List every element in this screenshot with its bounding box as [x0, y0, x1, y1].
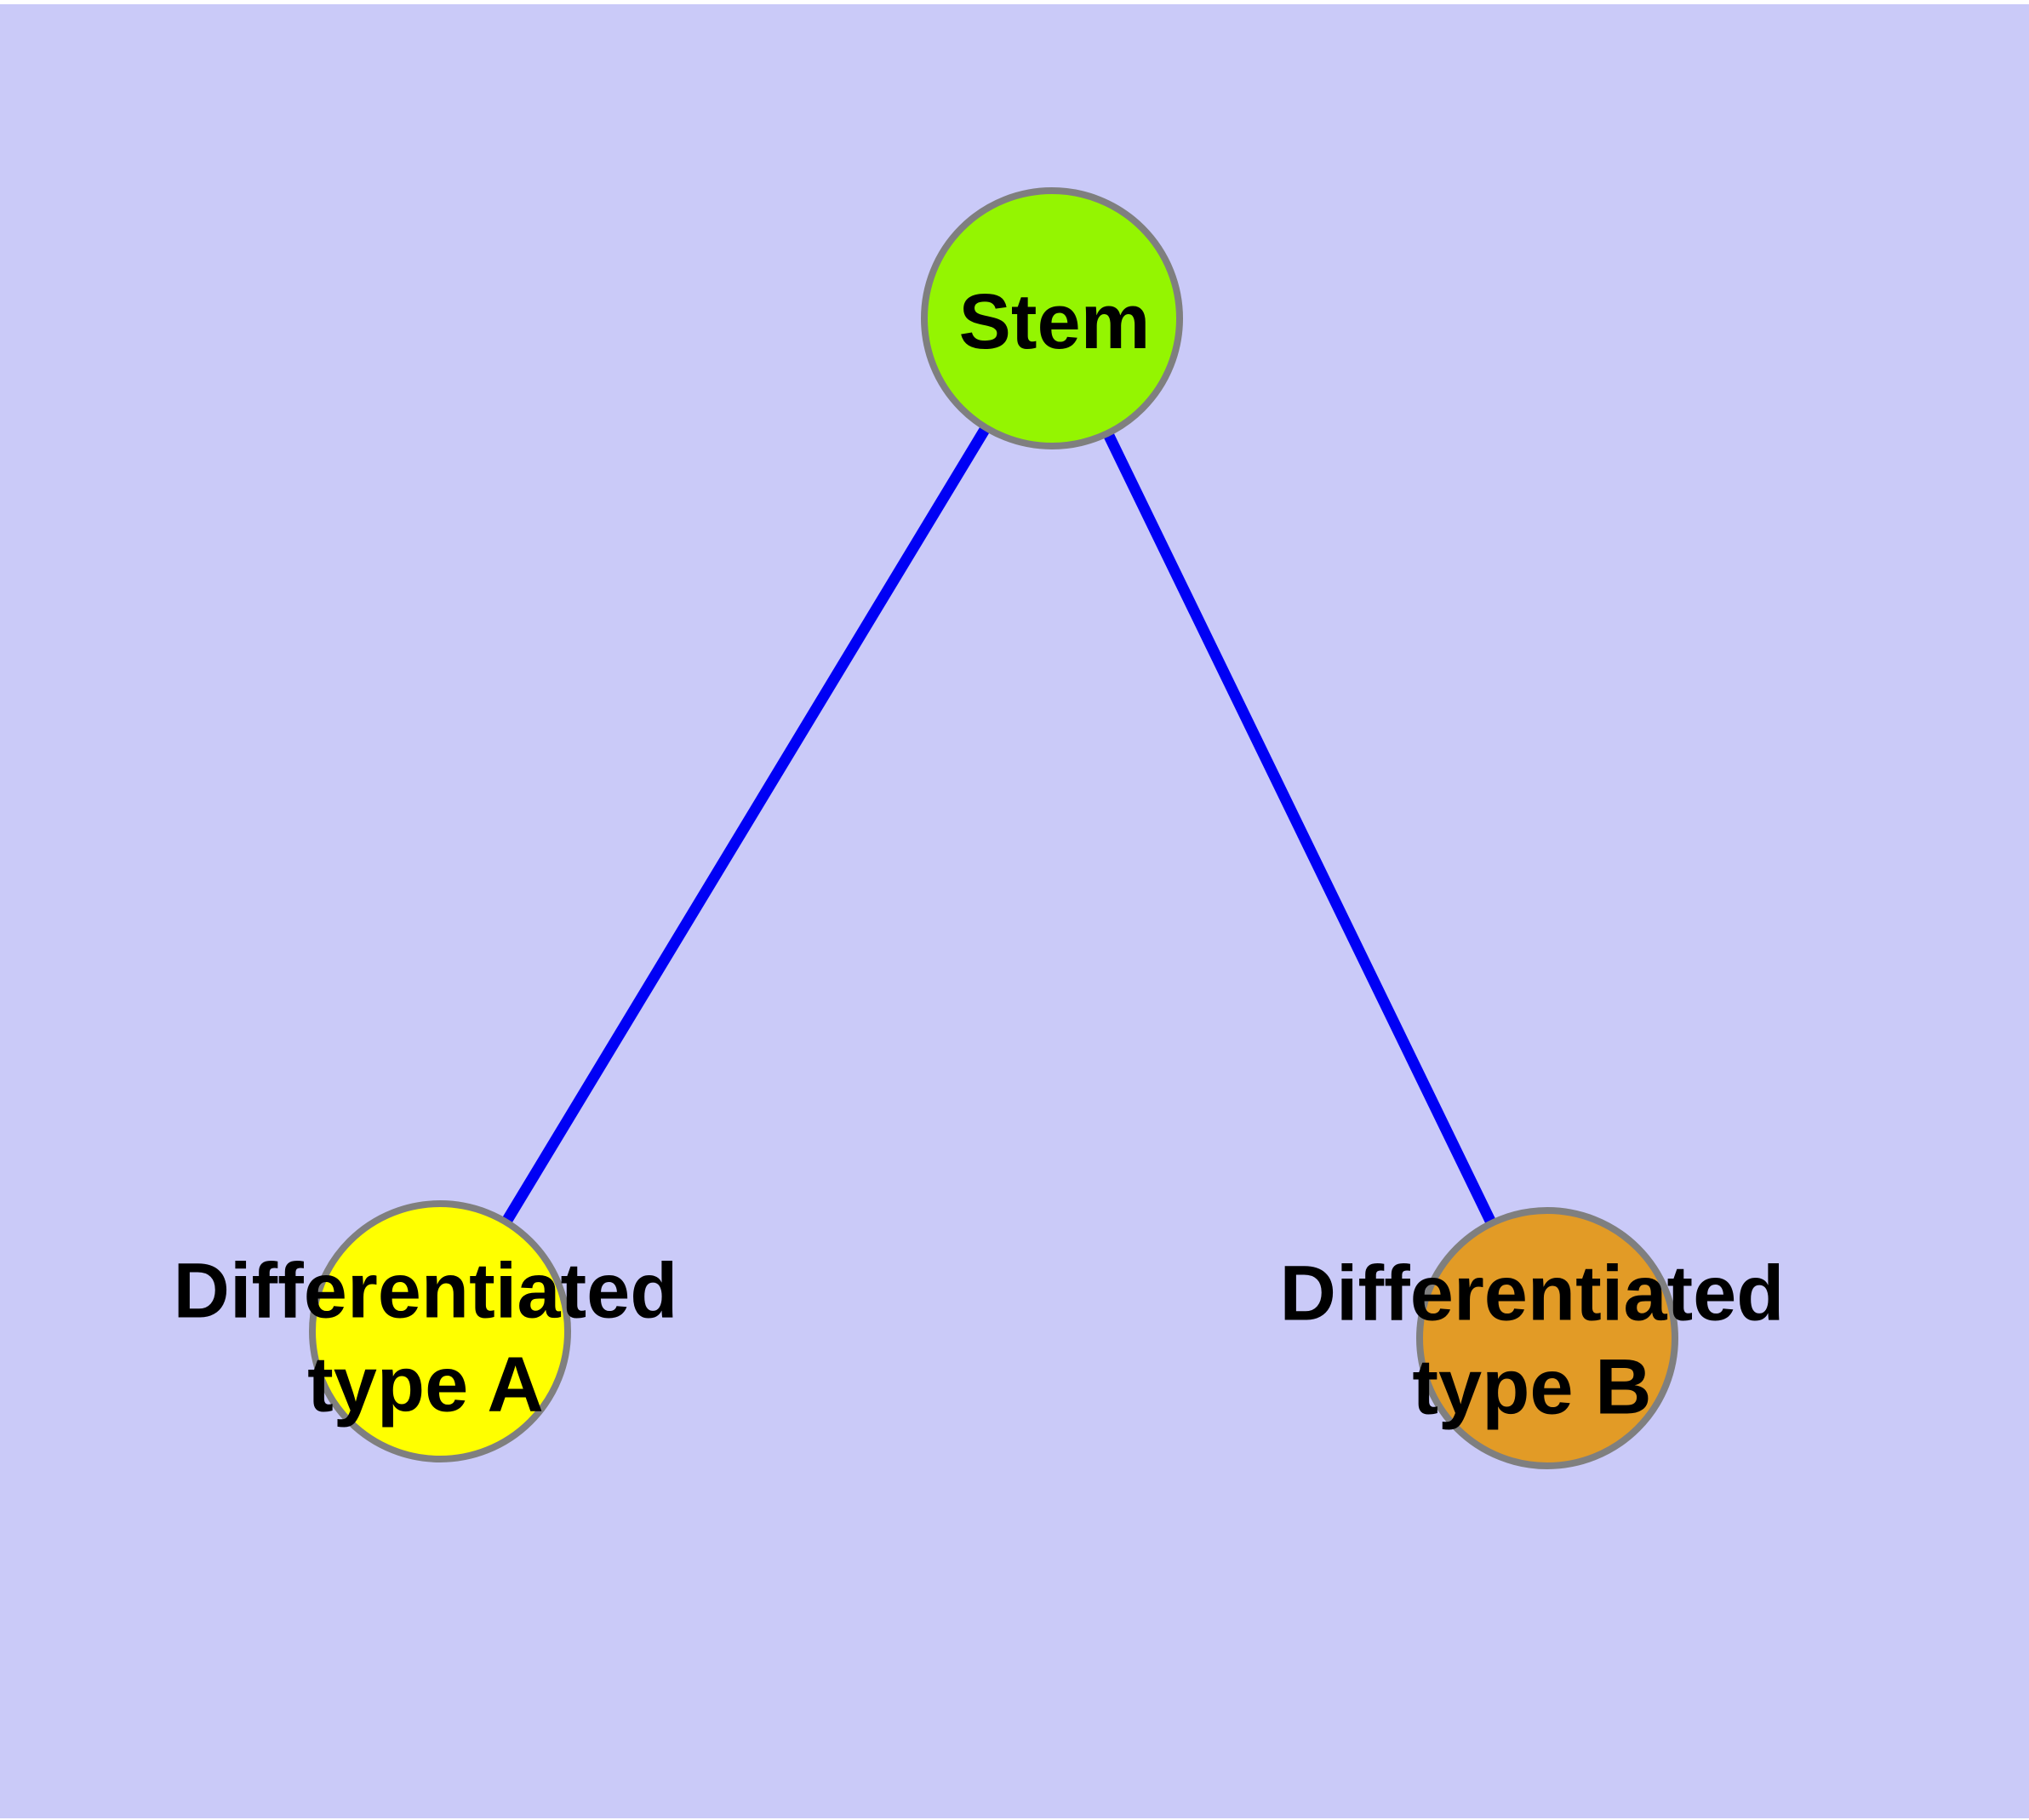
edge-stem-to-diff-b	[1047, 316, 1552, 1341]
node-diff-a	[309, 1200, 571, 1462]
node-diff-b	[1416, 1207, 1678, 1469]
edge-stem-to-diff-a	[435, 315, 1057, 1335]
node-stem	[921, 187, 1183, 449]
